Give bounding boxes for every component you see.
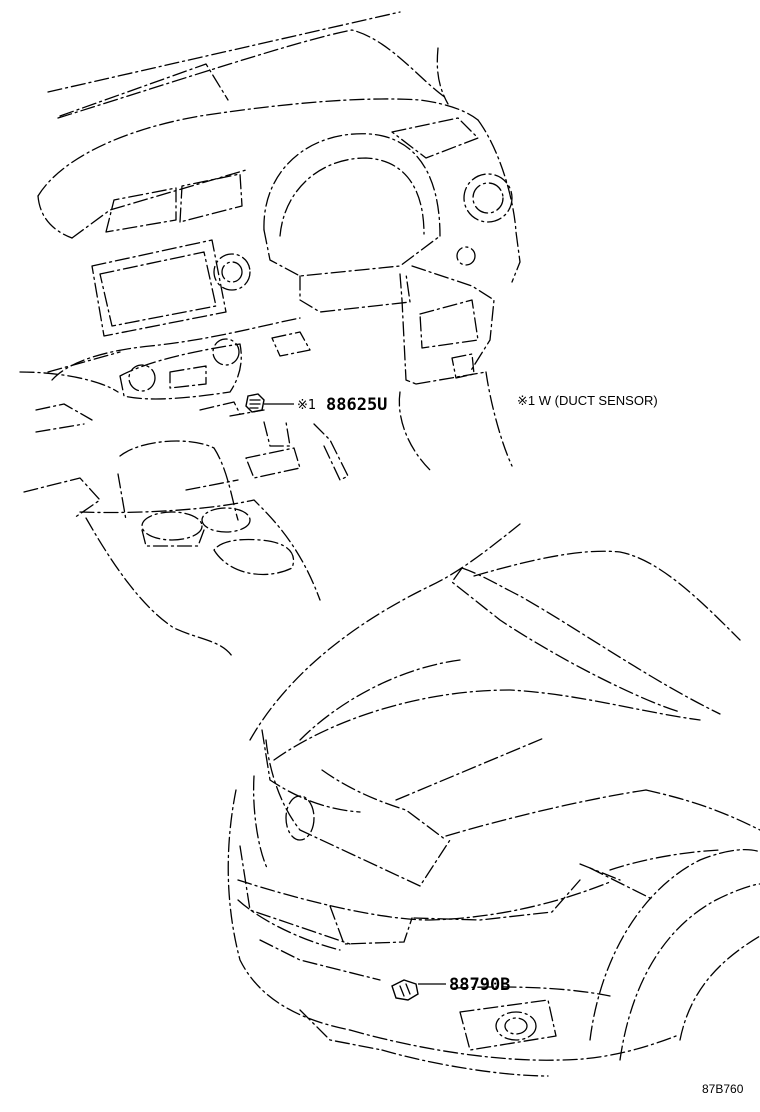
- duct-sensor-part: [245, 393, 265, 413]
- ambient-sensor-part: [391, 979, 419, 1001]
- dashboard-outline: [19, 11, 521, 657]
- part-number-88790b[interactable]: 88790B: [449, 975, 510, 995]
- callout-marker: ※1: [297, 398, 316, 413]
- front-bumper-outline: [227, 523, 760, 1077]
- drawing-id: 87B760: [702, 1082, 744, 1096]
- note-duct-sensor: ※1 W (DUCT SENSOR): [517, 393, 658, 408]
- part-number-88625u[interactable]: 88625U: [326, 395, 387, 415]
